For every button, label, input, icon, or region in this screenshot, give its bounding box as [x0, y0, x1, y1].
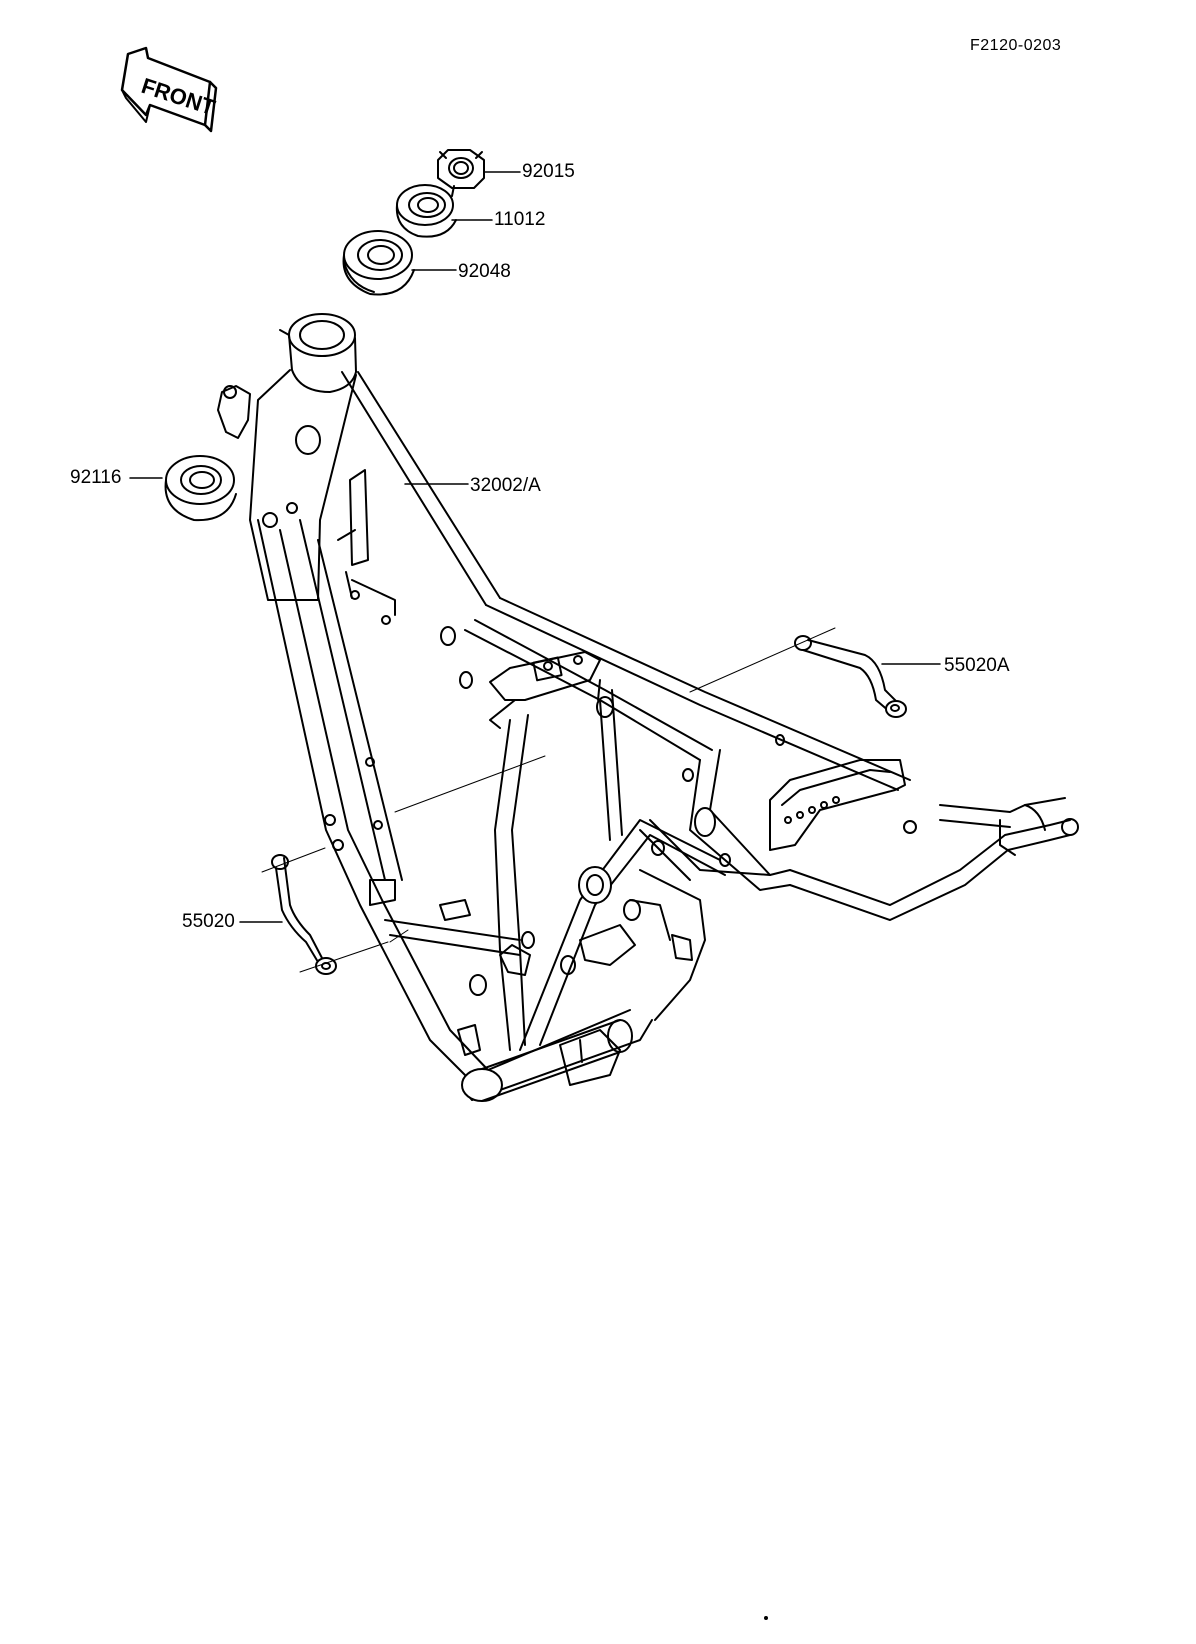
part-label-11012[interactable]: 11012 [494, 209, 546, 230]
scan-speck [764, 1616, 768, 1620]
part-label-32002A[interactable]: 32002/A [470, 475, 541, 496]
part-label-92015[interactable]: 92015 [522, 161, 575, 182]
part-label-92116[interactable]: 92116 [70, 467, 122, 488]
bearing-92048-part [342, 230, 415, 296]
footrest-stay-55020A-part [794, 635, 907, 718]
figure-id: F2120-0203 [970, 37, 1062, 54]
cap-11012-part [395, 184, 457, 238]
footrest-stay-55020-part [271, 854, 337, 975]
part-label-55020A[interactable]: 55020A [944, 655, 1010, 676]
nut-92015-part [437, 149, 485, 197]
front-arrow-icon: FRONT [120, 46, 219, 133]
bearing-92116-part [164, 455, 237, 522]
part-label-92048[interactable]: 92048 [458, 261, 511, 282]
axis-lines [261, 627, 836, 973]
leader-lines [129, 171, 941, 923]
part-label-55020[interactable]: 55020 [182, 911, 235, 932]
frame-32002-part [217, 313, 1079, 1102]
